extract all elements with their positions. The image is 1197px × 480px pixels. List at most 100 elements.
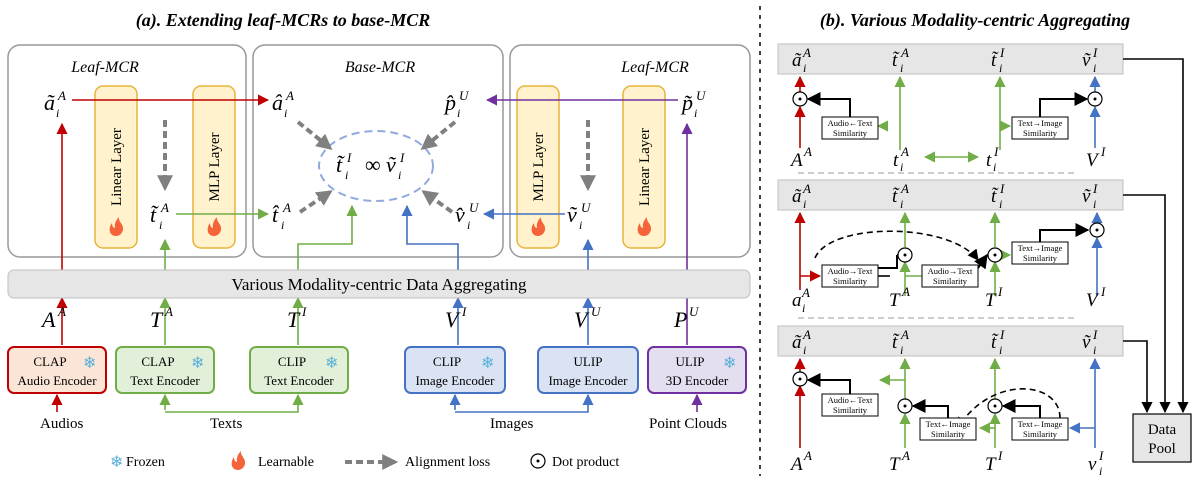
svg-text:i: i [802,301,805,315]
svg-text:Audio→Text: Audio→Text [828,266,873,276]
svg-text:I: I [399,150,405,165]
svg-text:t̃: t̃ [150,202,159,227]
svg-text:I: I [1100,144,1106,159]
svg-text:T: T [889,290,901,311]
svg-text:T: T [150,307,164,332]
svg-text:T: T [287,307,301,332]
svg-text:â: â [272,90,283,115]
encoder-clip-image: CLIP Image Encoder [404,346,506,394]
svg-text:A: A [789,454,803,475]
svg-text:Similarity: Similarity [1023,253,1058,263]
svg-text:A: A [900,45,909,60]
svg-text:Text←Image: Text←Image [926,419,971,429]
encoder-clap-text: CLAP Text Encoder [115,346,215,394]
mlp-layer-right-label: MLP Layer [531,132,547,201]
svg-text:ṽ: ṽ [386,152,397,177]
svg-text:i: i [999,197,1002,211]
data-pool-label-1: Data [1148,422,1177,438]
svg-text:I: I [1092,45,1098,60]
svg-text:t̃: t̃ [991,332,999,353]
linear-layer-right-label: Linear Layer [637,128,653,206]
svg-text:T: T [985,290,997,311]
svg-text:i: i [579,218,582,232]
legend-learnable: Learnable [258,455,314,470]
svg-text:Text Encoder: Text Encoder [264,373,334,388]
svg-text:t̃: t̃ [892,332,900,353]
svg-text:I: I [1092,181,1098,196]
learnable-flame-icon [531,217,546,236]
math-t-hat: t̂Ai [272,200,291,232]
svg-text:Similarity: Similarity [833,128,868,138]
svg-text:ã: ã [792,186,802,207]
svg-text:ã: ã [792,50,802,71]
svg-text:ṽ: ṽ [1082,186,1091,207]
svg-text:I: I [461,304,467,319]
svg-text:Text←Image: Text←Image [1018,419,1063,429]
input-audios: Audios [40,416,84,432]
input-texts: Texts [210,416,242,432]
input-point-clouds: Point Clouds [649,416,727,432]
svg-text:t̂: t̂ [272,202,280,227]
alignment-loss-arrows [157,120,596,214]
pool-connectors [1123,58,1189,414]
mlp-layer-right [516,85,560,249]
svg-text:I: I [993,144,999,159]
svg-text:U: U [689,304,700,319]
svg-text:A: A [901,448,910,463]
svg-text:i: i [1099,464,1102,478]
svg-text:i: i [345,168,348,182]
svg-text:i: i [803,197,806,211]
svg-text:i: i [1093,61,1096,75]
frozen-snowflake-icon: ❄ [83,355,96,372]
svg-text:i: i [803,343,806,357]
math-p-hat: p̂Ui [443,88,470,120]
base-mcr-ellipse [318,130,434,202]
aggregating-bar-label: Various Modality-centric Data Aggregatin… [231,275,527,294]
base-mcr-box [252,44,504,258]
svg-text:A: A [285,88,294,103]
encoder-clap-audio: CLAP Audio Encoder [7,346,107,394]
learnable-flame-icon [207,217,222,236]
frozen-snowflake-icon: ❄ [325,355,338,372]
svg-text:I: I [999,327,1005,342]
svg-text:V: V [445,307,461,332]
svg-text:i: i [993,160,996,174]
frozen-snowflake-icon: ❄ [481,355,494,372]
svg-text:A: A [900,144,909,159]
svg-text:i: i [999,343,1002,357]
svg-text:ULIP: ULIP [676,354,705,369]
linear-layer-left-label: Linear Layer [109,128,125,206]
learnable-flame-icon [109,217,124,236]
svg-text:T: T [889,454,901,475]
svg-text:p̂: p̂ [443,90,456,115]
svg-text:i: i [284,106,287,120]
snowflake-icon: ❄ [110,454,123,471]
svg-text:Audio Encoder: Audio Encoder [17,373,97,388]
svg-text:ṽ: ṽ [1082,332,1091,353]
svg-text:t̃: t̃ [336,152,345,177]
math-v-hat: v̂Ui [455,200,480,232]
svg-text:A: A [40,307,56,332]
legend-dot: Dot product [552,455,619,470]
svg-text:i: i [900,160,903,174]
svg-text:Similarity: Similarity [833,276,868,286]
svg-text:U: U [591,304,602,319]
right-panel-title: (b). Various Modality-centric Aggregatin… [820,10,1130,31]
svg-text:I: I [999,45,1005,60]
svg-text:U: U [459,88,470,103]
svg-text:A: A [57,88,66,103]
svg-text:CLAP: CLAP [141,354,174,369]
mlp-layer-left-label: MLP Layer [207,132,223,201]
svg-text:I: I [1098,448,1104,463]
svg-text:Similarity: Similarity [933,276,968,286]
svg-text:A: A [164,304,173,319]
svg-text:i: i [457,106,460,120]
svg-text:I: I [301,304,307,319]
svg-text:V: V [574,307,590,332]
svg-text:A: A [802,181,811,196]
svg-text:t: t [986,150,992,171]
